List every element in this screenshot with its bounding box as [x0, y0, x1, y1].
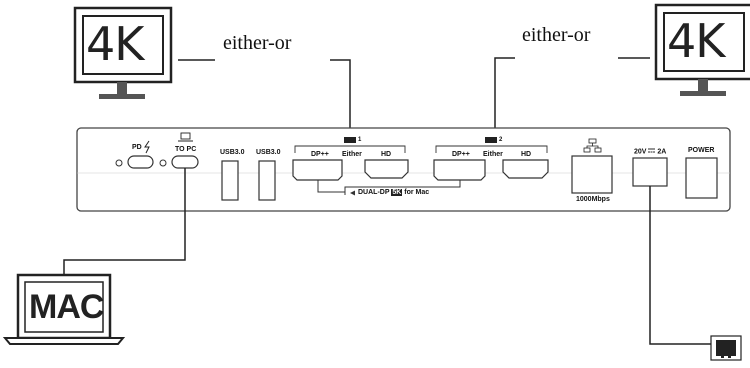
usb-c-cable: [63, 168, 186, 275]
switch-1[interactable]: [344, 137, 356, 143]
network-icon: [583, 138, 602, 153]
dual-dp-suffix: for Mac: [404, 189, 430, 196]
dp-label-2: DP++: [452, 151, 470, 158]
either-label-2: Either: [483, 151, 503, 158]
usb-port-1[interactable]: [221, 160, 239, 201]
left-monitor: [73, 6, 173, 99]
dual-dp-prefix: DUAL-DP: [358, 189, 390, 196]
either-label-1: Either: [342, 151, 362, 158]
hd-port-1[interactable]: [364, 159, 409, 179]
dp-port-1[interactable]: [292, 159, 343, 181]
ethernet-port[interactable]: [571, 155, 613, 194]
left-monitor-label: 4K: [86, 17, 144, 71]
switch-2[interactable]: [485, 137, 497, 143]
power-cable: [649, 186, 718, 345]
to-pc-port[interactable]: [171, 155, 199, 169]
dual-dp-badge: 5K: [391, 189, 403, 196]
dual-dp-label: DUAL-DP 5K for Mac: [358, 189, 429, 196]
right-either-line: [494, 57, 515, 137]
dc-voltage: 20V: [634, 148, 647, 156]
usb-label-1: USB3.0: [220, 149, 245, 156]
laptop-label: MAC: [29, 288, 104, 326]
right-monitor: [654, 3, 750, 96]
pd-label: PD: [132, 144, 142, 151]
group-2-number: 2: [499, 137, 503, 143]
laptop-small-icon: [178, 132, 193, 142]
to-pc-label: TO PC: [175, 146, 197, 153]
right-monitor-label: 4K: [667, 14, 725, 68]
dp-port-2[interactable]: [433, 159, 486, 181]
power-adapter-icon: [710, 335, 742, 361]
usb-label-2: USB3.0: [256, 149, 281, 156]
pd-port[interactable]: [127, 155, 154, 169]
hd-label-2: HD: [521, 151, 532, 158]
power-button[interactable]: [685, 157, 718, 199]
dc-symbol-icon: [648, 148, 656, 155]
dp-label-1: DP++: [311, 151, 329, 158]
dc-current: 2A: [657, 148, 667, 156]
dc-label: 20V 2A: [634, 148, 666, 155]
hd-port-2[interactable]: [502, 159, 549, 179]
laptop: [2, 273, 126, 345]
group-1-number: 1: [358, 137, 362, 143]
either-or-label-right: either-or: [522, 24, 591, 46]
left-either-line: [330, 59, 351, 137]
either-or-label-left: either-or: [223, 32, 292, 54]
hd-label-1: HD: [381, 151, 392, 158]
ethernet-label: 1000Mbps: [576, 196, 610, 203]
lightning-icon: [144, 140, 150, 154]
usb-port-2[interactable]: [258, 160, 276, 201]
power-label: POWER: [688, 147, 715, 154]
dc-port[interactable]: [632, 157, 668, 187]
